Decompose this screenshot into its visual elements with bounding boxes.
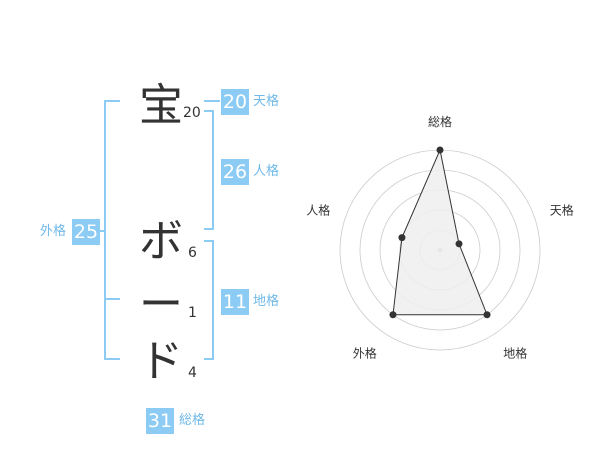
soukaku-label: 総格 <box>179 413 206 428</box>
radar-axis-label-1: 総格 <box>428 114 452 129</box>
name-char-1: 宝 <box>139 80 183 131</box>
jinkaku-bracket-vertical <box>212 110 214 230</box>
radar-point-3 <box>483 311 491 319</box>
gaikaku-bracket-bottom <box>104 358 120 360</box>
radar-point-5 <box>398 234 406 242</box>
chikaku-badge: 11 <box>221 289 249 315</box>
stroke-count-4: 4 <box>188 365 197 381</box>
radar-axis-label-4: 外格 <box>353 346 377 361</box>
gaikaku-badge: 25 <box>72 219 100 245</box>
chikaku-bracket-bottom <box>204 358 214 360</box>
soukaku-badge: 31 <box>146 408 174 434</box>
radar-point-1 <box>436 146 444 154</box>
chikaku-bracket-top <box>204 240 214 242</box>
tenkaku-badge: 20 <box>221 89 249 115</box>
gaikaku-connector <box>98 230 106 232</box>
radar-axis-label-2: 天格 <box>550 202 574 217</box>
name-char-2: ボ <box>139 216 183 267</box>
chikaku-bracket-vertical <box>212 240 214 360</box>
radar-point-4 <box>389 311 397 319</box>
stroke-count-3: 1 <box>188 305 197 321</box>
jinkaku-bracket-bottom <box>204 228 214 230</box>
name-char-3: ー <box>139 279 183 330</box>
gaikaku-bracket-top <box>104 100 120 102</box>
radar-axis-label-3: 地格 <box>503 346 527 361</box>
jinkaku-badge: 26 <box>221 159 249 185</box>
chikaku-label: 地格 <box>253 294 280 309</box>
tenkaku-label: 天格 <box>253 94 280 109</box>
radar-area <box>392 148 488 316</box>
radar-point-2 <box>455 240 463 248</box>
name-char-4: ド <box>139 336 183 387</box>
stroke-count-2: 6 <box>188 245 197 261</box>
tenkaku-connector <box>204 100 220 102</box>
jinkaku-label: 人格 <box>253 164 280 179</box>
radar-polygon <box>392 148 488 316</box>
jinkaku-bracket-top <box>204 110 214 112</box>
gaikaku-bracket-mid <box>104 298 120 300</box>
stroke-count-1: 20 <box>183 105 201 121</box>
radar-points <box>389 146 491 319</box>
gaikaku-label: 外格 <box>40 224 67 239</box>
radar-axis-label-5: 人格 <box>306 202 330 217</box>
